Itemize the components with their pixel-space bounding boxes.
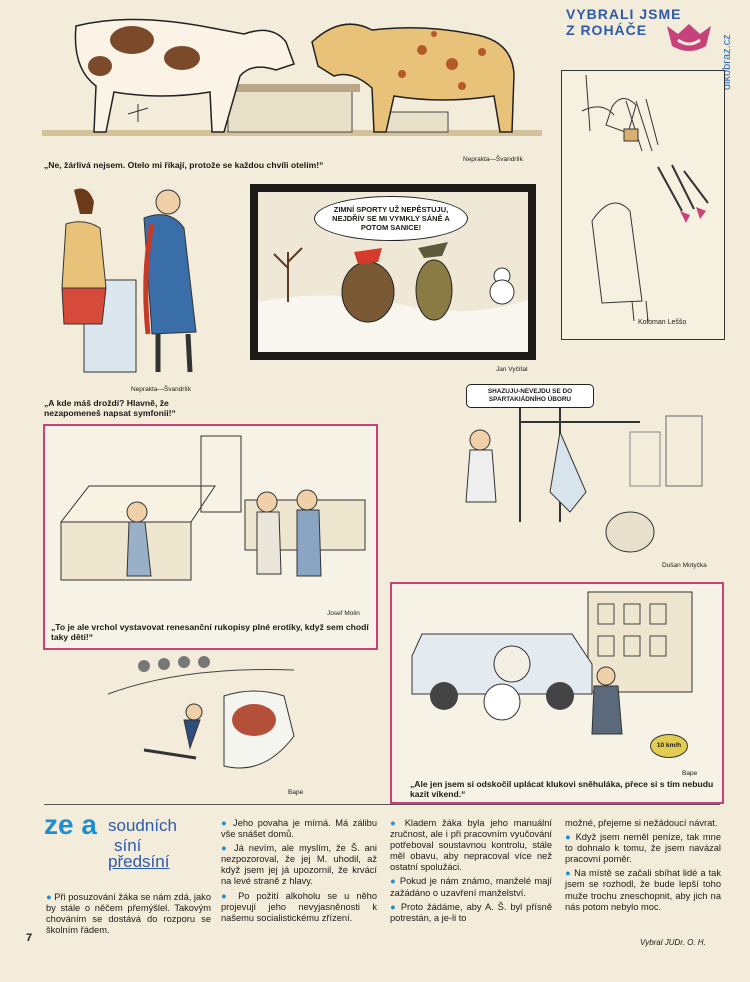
- column-signature: Vybral JUDr. O. H.: [640, 938, 706, 947]
- column-4: možné, přejeme si nežádoucí návrat. ● Kd…: [565, 818, 721, 916]
- column-paragraph: ● Kladem žáka byla jeho manuální zručnos…: [390, 818, 553, 873]
- rohac-logo-icon: [667, 24, 711, 51]
- column-paragraph: ● Pokud je nám známo, manželé mají zažád…: [390, 876, 552, 898]
- hanging-credit: Koloman Leššo: [638, 319, 687, 326]
- column-logo-left: ze a: [44, 809, 97, 840]
- yeast-cartoon: [61, 188, 197, 373]
- bullet-icon: ●: [221, 843, 234, 854]
- museum-scene: [59, 435, 366, 581]
- climbing-cartoon: [465, 402, 703, 553]
- yeast-credit: Neprakta—Švandrlík: [131, 386, 191, 393]
- column-1: ● Při posuzování žáka se nám zdá, jako b…: [46, 892, 211, 939]
- column-paragraph: možné, přejeme si nežádoucí návrat.: [565, 818, 718, 828]
- cows-caption: „Ne, žárlivá nejsem. Otelo mi říkají, pr…: [44, 160, 324, 170]
- column-paragraph: ● Když jsem neměl peníze, tak mne to doh…: [565, 832, 721, 865]
- column-logo: ze a soudních síní předsíní: [44, 809, 214, 882]
- speed-limit-badge: 10 km/h: [650, 734, 688, 758]
- column-paragraph: ● Já nevím, ale myslím, že Š. ani nezpoz…: [221, 843, 377, 887]
- winter-credit: Jan Vyčítal: [496, 366, 528, 373]
- bullet-icon: ●: [221, 890, 239, 901]
- page-number: 7: [26, 932, 33, 944]
- bullet-icon: ●: [46, 892, 55, 902]
- column-paragraph: ● Po požití alkoholu se u něho projevují…: [221, 890, 378, 923]
- yeast-caption: „A kde máš droždí? Hlavně, že nezapomene…: [44, 398, 176, 418]
- climbing-sign: SHAZUJU-NEVEJDU SE DO SPARTAKIÁDNÍHO ÚBO…: [466, 384, 594, 408]
- bullet-icon: ●: [390, 876, 400, 887]
- section-title-line1: VYBRALI JSME: [566, 6, 682, 22]
- bullet-icon: ●: [221, 818, 234, 828]
- museum-cartoon-frame: Josef Molin „To je ale vrchol vystavovat…: [43, 424, 378, 650]
- bobsleigh-cartoon: [107, 656, 295, 769]
- column-paragraph: ● Na místě se začali sbíhat lidé a tak j…: [565, 868, 721, 912]
- snowman-caption: „Ale jen jsem si odskočil uplácat klukov…: [410, 779, 714, 799]
- cows-cartoon: [42, 18, 542, 136]
- climbing-credit: Dušan Motyčka: [662, 562, 707, 569]
- column-logo-line3: předsíní: [108, 852, 170, 871]
- column-divider: [44, 804, 720, 805]
- bullet-icon: ●: [390, 901, 401, 912]
- hanging-cartoon-frame: Koloman Leššo: [561, 70, 725, 340]
- section-title: VYBRALI JSME Z ROHÁČE: [566, 6, 686, 38]
- column-paragraph: ● Jeho povaha je mírná. Má zálibu vše sn…: [221, 818, 377, 840]
- bullet-icon: ●: [565, 832, 576, 843]
- bobsleigh-credit: Bape: [288, 789, 304, 796]
- hanging-scene: [581, 74, 709, 322]
- column-paragraph: ● Při posuzování žáka se nám zdá, jako b…: [46, 892, 211, 936]
- column-paragraph: ● Proto žádáme, aby A. Š. byl přísně pot…: [390, 901, 552, 923]
- column-2: ● Jeho povaha je mírná. Má zálibu vše sn…: [221, 818, 377, 927]
- winter-speech-bubble: ZIMNÍ SPORTY UŽ NEPĚSTUJU, NEJDŘÍV SE MI…: [314, 196, 468, 241]
- bullet-icon: ●: [565, 868, 575, 879]
- cows-credit: Neprakta—Švandrlík: [463, 156, 523, 163]
- museum-credit: Josef Molin: [327, 610, 360, 617]
- snowman-credit: Bape: [682, 770, 698, 777]
- snowman-cartoon-frame: 10 km/h Bape „Ale jen jsem si odskočil u…: [390, 582, 724, 804]
- column-logo-line1: soudních: [108, 816, 177, 835]
- winter-cartoon-frame: ZIMNÍ SPORTY UŽ NEPĚSTUJU, NEJDŘÍV SE MI…: [250, 184, 536, 360]
- snowman-scene: [411, 591, 693, 735]
- column-3: ● Kladem žáka byla jeho manuální zručnos…: [390, 818, 552, 927]
- winter-cartoon-panel: ZIMNÍ SPORTY UŽ NEPĚSTUJU, NEJDŘÍV SE MI…: [258, 192, 528, 352]
- section-title-line2: Z ROHÁČE: [566, 22, 648, 38]
- speed-limit-label: 10 km/h: [656, 742, 682, 749]
- bullet-icon: ●: [390, 818, 405, 828]
- winter-scene: [258, 242, 528, 352]
- column-logo-line2: síní: [114, 836, 142, 855]
- museum-caption: „To je ale vrchol vystavovat renesanční …: [51, 622, 369, 642]
